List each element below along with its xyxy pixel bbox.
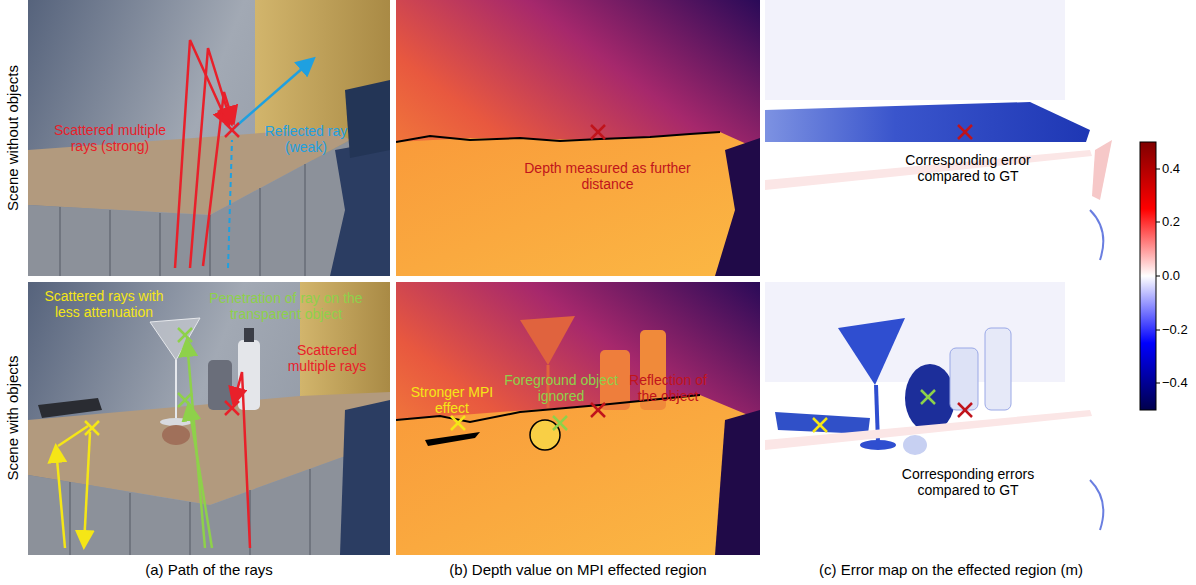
annotation-text: Corresponding errors compared to GT — [878, 466, 1058, 498]
annotation-text: Reflected ray (weak) — [250, 123, 362, 155]
colorbar-tick: −0.4 — [1162, 375, 1194, 391]
row-label: Scene without objects — [4, 8, 22, 268]
annotation-text: Penetration of ray on the transparent ob… — [196, 290, 376, 322]
annotation-text: Scattered rays with less attenuation — [42, 288, 166, 320]
annotation-text: Corresponding error compared to GT — [878, 152, 1058, 184]
annotation-text: Scattered multiple rays — [272, 342, 382, 374]
colorbar-tick: 0.2 — [1162, 214, 1194, 230]
subfigure-caption: (a) Path of the rays — [59, 561, 359, 579]
annotation-text: Depth measured as further distance — [520, 160, 695, 192]
colorbar-tick: 0.0 — [1162, 268, 1194, 284]
annotation-text: Scattered multiple rays (strong) — [52, 122, 168, 154]
colorbar-tick: −0.2 — [1162, 322, 1194, 338]
colorbar-tick: 0.4 — [1162, 161, 1194, 177]
annotation-text: Stronger MPI effect — [402, 384, 502, 416]
subfigure-caption: (b) Depth value on MPI effected region — [418, 561, 738, 579]
annotation-text: Foreground object ignored — [502, 372, 620, 404]
subfigure-caption: (c) Error map on the effected region (m) — [791, 561, 1111, 579]
row-label: Scene with objects — [4, 288, 22, 548]
annotation-text: Reflection of the object — [620, 372, 716, 404]
